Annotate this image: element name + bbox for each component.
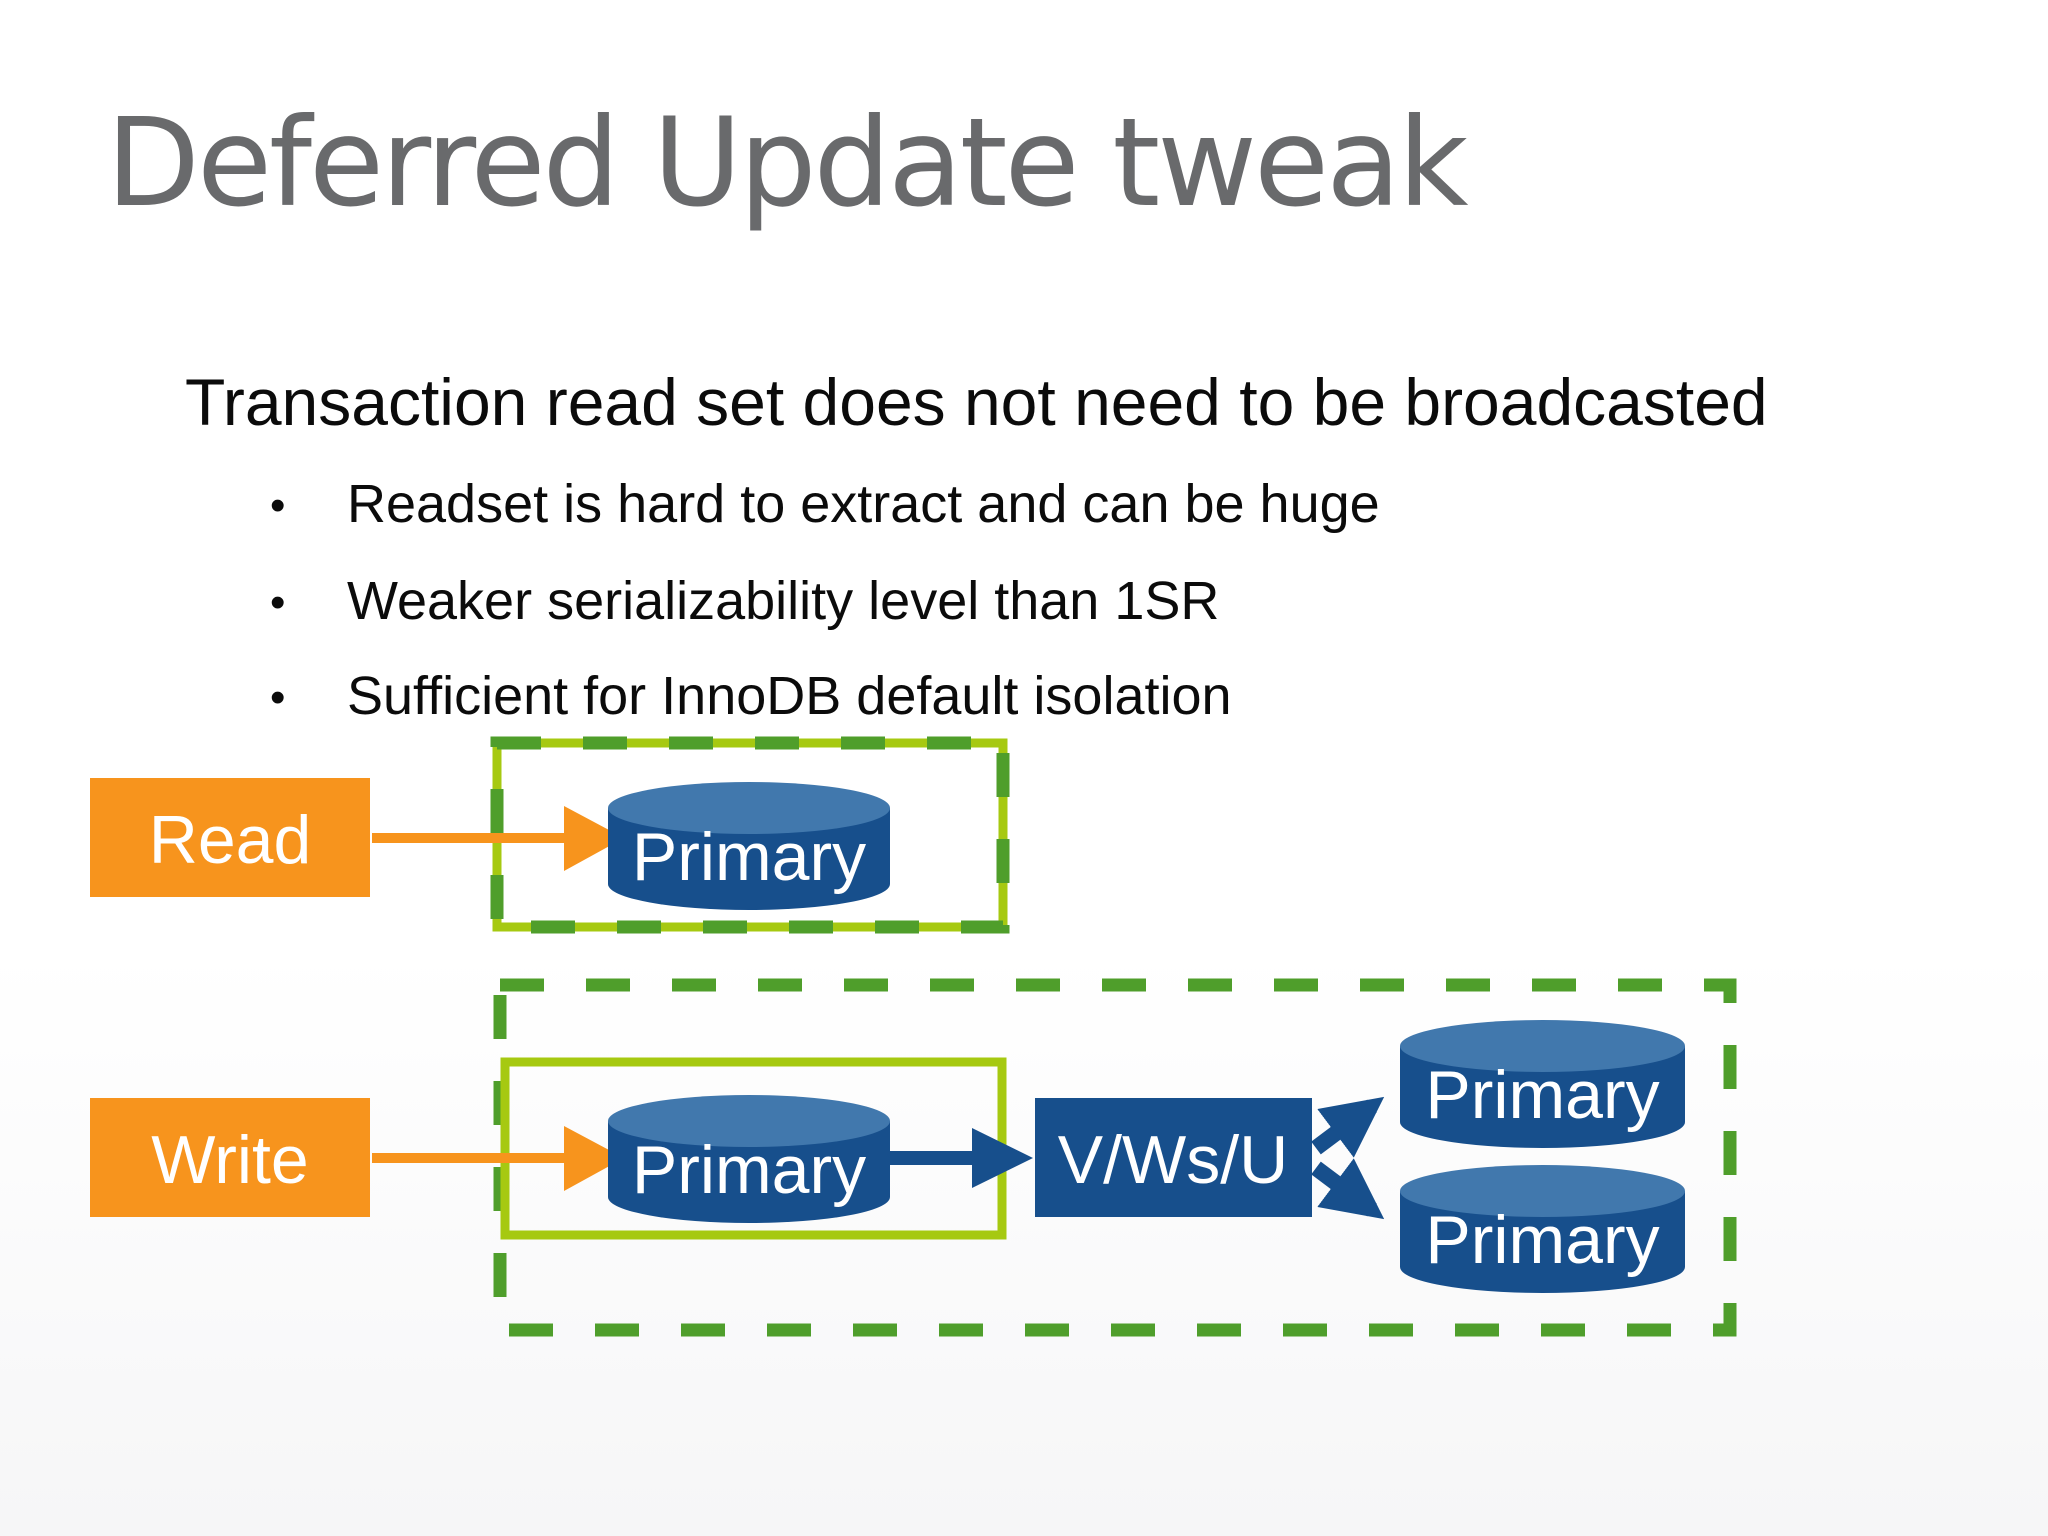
certifier-label: V/Ws/U xyxy=(1058,1122,1288,1198)
bullet-text: Readset is hard to extract and can be hu… xyxy=(347,474,1380,534)
write-source-box xyxy=(90,1098,370,1217)
write-arrow-head xyxy=(564,1126,624,1191)
database-cylinder-body xyxy=(1400,1046,1685,1148)
database-cylinder-top xyxy=(1400,1165,1685,1217)
branch-arrow-bottom xyxy=(1311,1158,1385,1220)
bullet-dot: • xyxy=(270,481,286,530)
write-primary-database-icon: Primary xyxy=(608,1095,890,1223)
database-cylinder-body xyxy=(608,808,890,910)
read-primary-database-icon: Primary xyxy=(608,782,890,910)
certifier-box xyxy=(1035,1098,1312,1217)
bullet-item: • Readset is hard to extract and can be h… xyxy=(270,473,1380,535)
database-cylinder-body xyxy=(1400,1191,1685,1293)
bullet-item: • Weaker serializability level than 1SR xyxy=(270,570,1219,632)
write-primary-label: Primary xyxy=(632,1132,866,1208)
bullet-text: Weaker serializability level than 1SR xyxy=(347,571,1220,631)
read-source-label: Read xyxy=(149,802,312,878)
branch-arrow-top xyxy=(1311,1096,1385,1158)
database-cylinder-top xyxy=(1400,1020,1685,1072)
replica2-database-icon: Primary xyxy=(1400,1165,1685,1293)
write-flow-group: Write Primary V/Ws/U Pri xyxy=(90,978,1737,1337)
bullet-item: • Sufficient for InnoDB default isolation xyxy=(270,665,1232,727)
replica1-database-icon: Primary xyxy=(1400,1020,1685,1148)
replica2-label: Primary xyxy=(1425,1202,1659,1278)
read-arrow-head xyxy=(564,806,624,871)
database-cylinder-top xyxy=(608,782,890,834)
bullet-dot: • xyxy=(270,578,286,627)
certify-arrow-head xyxy=(972,1128,1033,1188)
read-flow-group: Read Primary xyxy=(90,736,1010,934)
slide-title: Deferred Update tweak xyxy=(106,92,1468,234)
read-source-box xyxy=(90,778,370,897)
database-cylinder-top xyxy=(608,1095,890,1147)
replica1-label: Primary xyxy=(1425,1057,1659,1133)
slide-heading: Transaction read set does not need to be… xyxy=(185,365,1768,439)
bullet-text: Sufficient for InnoDB default isolation xyxy=(347,666,1232,726)
write-group-dashed-border xyxy=(493,978,1737,1337)
database-cylinder-body xyxy=(608,1121,890,1223)
write-source-label: Write xyxy=(151,1122,308,1198)
read-primary-label: Primary xyxy=(632,819,866,895)
bullet-dot: • xyxy=(270,673,286,722)
